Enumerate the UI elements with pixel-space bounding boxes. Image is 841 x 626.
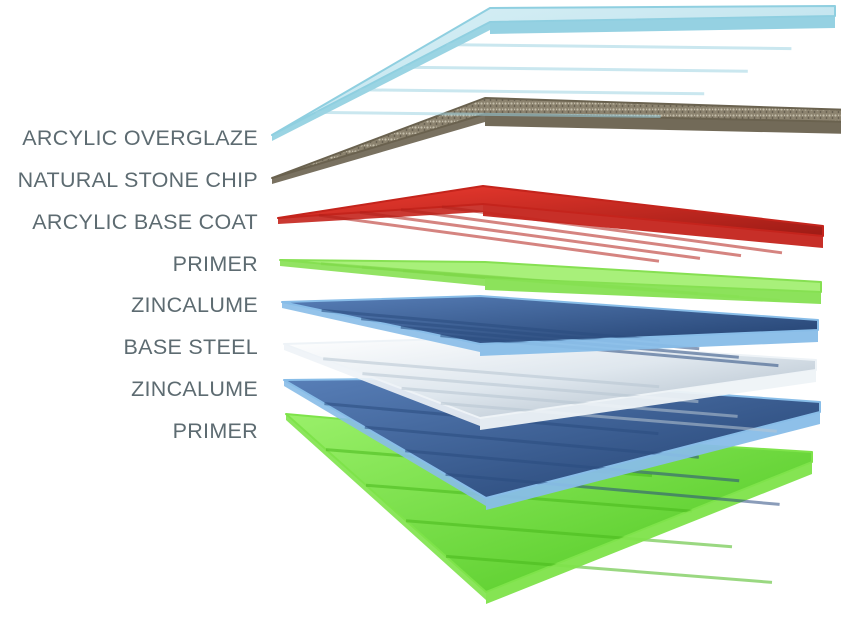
sheet-primer-top xyxy=(279,259,822,304)
sheet-acrylic-base-coat xyxy=(277,185,824,263)
sheet-zincalume-bottom-rib xyxy=(364,425,699,459)
label-natural-stone-chip: NATURAL STONE CHIP xyxy=(17,168,258,192)
sheet-zincalume-top-rib xyxy=(321,308,660,342)
sheet-primer-bottom-edge xyxy=(286,414,486,600)
sheet-primer-bottom-rib xyxy=(405,519,733,549)
sheet-zincalume-top xyxy=(281,295,819,368)
label-base-steel: BASE STEEL xyxy=(123,335,258,359)
label-zincalume-top: ZINCALUME xyxy=(131,293,258,317)
sheet-zincalume-bottom-front-lip xyxy=(486,412,820,510)
sheet-primer-top-edge xyxy=(280,260,485,286)
label-primer-bottom: PRIMER xyxy=(172,419,258,443)
sheet-natural-stone-chip-surface xyxy=(271,97,841,179)
sheet-zincalume-bottom-edge xyxy=(284,380,486,506)
sheet-acrylic-overglaze xyxy=(271,5,836,141)
label-acrylic-overglaze: ARCYLIC OVERGLAZE xyxy=(22,126,258,150)
sheet-zincalume-top-front-lip xyxy=(480,330,818,356)
sheet-zincalume-top-edge xyxy=(282,302,480,352)
sheet-primer-bottom-front-lip xyxy=(486,462,812,604)
sheet-natural-stone-chip-edge xyxy=(272,114,485,184)
layer-labels: ARCYLIC OVERGLAZE NATURAL STONE CHIP ARC… xyxy=(0,0,262,626)
sheet-acrylic-base-coat-rib xyxy=(359,210,701,260)
sheet-acrylic-overglaze-rib xyxy=(359,88,705,96)
sheet-base-steel-front-lip xyxy=(480,370,816,430)
sheet-base-steel-rib xyxy=(323,357,660,389)
sheet-acrylic-base-coat-rib xyxy=(318,213,660,263)
label-primer-top: PRIMER xyxy=(172,252,258,276)
sheet-base-steel-edge xyxy=(284,344,480,426)
sheet-natural-stone-chip-front-lip xyxy=(485,114,841,134)
sheet-primer-top-front-lip xyxy=(485,278,821,304)
sheet-primer-bottom-rib xyxy=(445,554,773,584)
sheet-acrylic-overglaze-rib xyxy=(402,65,748,73)
label-acrylic-base-coat: ARCYLIC BASE COAT xyxy=(32,210,258,234)
sheet-zincalume-bottom-rib xyxy=(445,472,780,506)
sheet-acrylic-base-coat-front-lip xyxy=(483,204,823,248)
sheet-acrylic-overglaze-rib xyxy=(446,43,792,51)
sheet-natural-stone-chip xyxy=(271,97,841,184)
sheet-acrylic-base-coat-rib xyxy=(400,208,742,258)
sheet-base-steel-rib xyxy=(401,386,738,418)
sheet-base-steel-rib xyxy=(440,401,777,433)
sheet-zincalume-bottom xyxy=(283,377,821,510)
label-zincalume-bottom: ZINCALUME xyxy=(131,377,258,401)
sheet-zincalume-bottom-rib xyxy=(405,449,740,483)
sheet-acrylic-overglaze-surface xyxy=(271,5,836,136)
sheet-acrylic-overglaze-rib xyxy=(315,110,661,118)
sheet-acrylic-overglaze-front-lip xyxy=(490,16,835,34)
